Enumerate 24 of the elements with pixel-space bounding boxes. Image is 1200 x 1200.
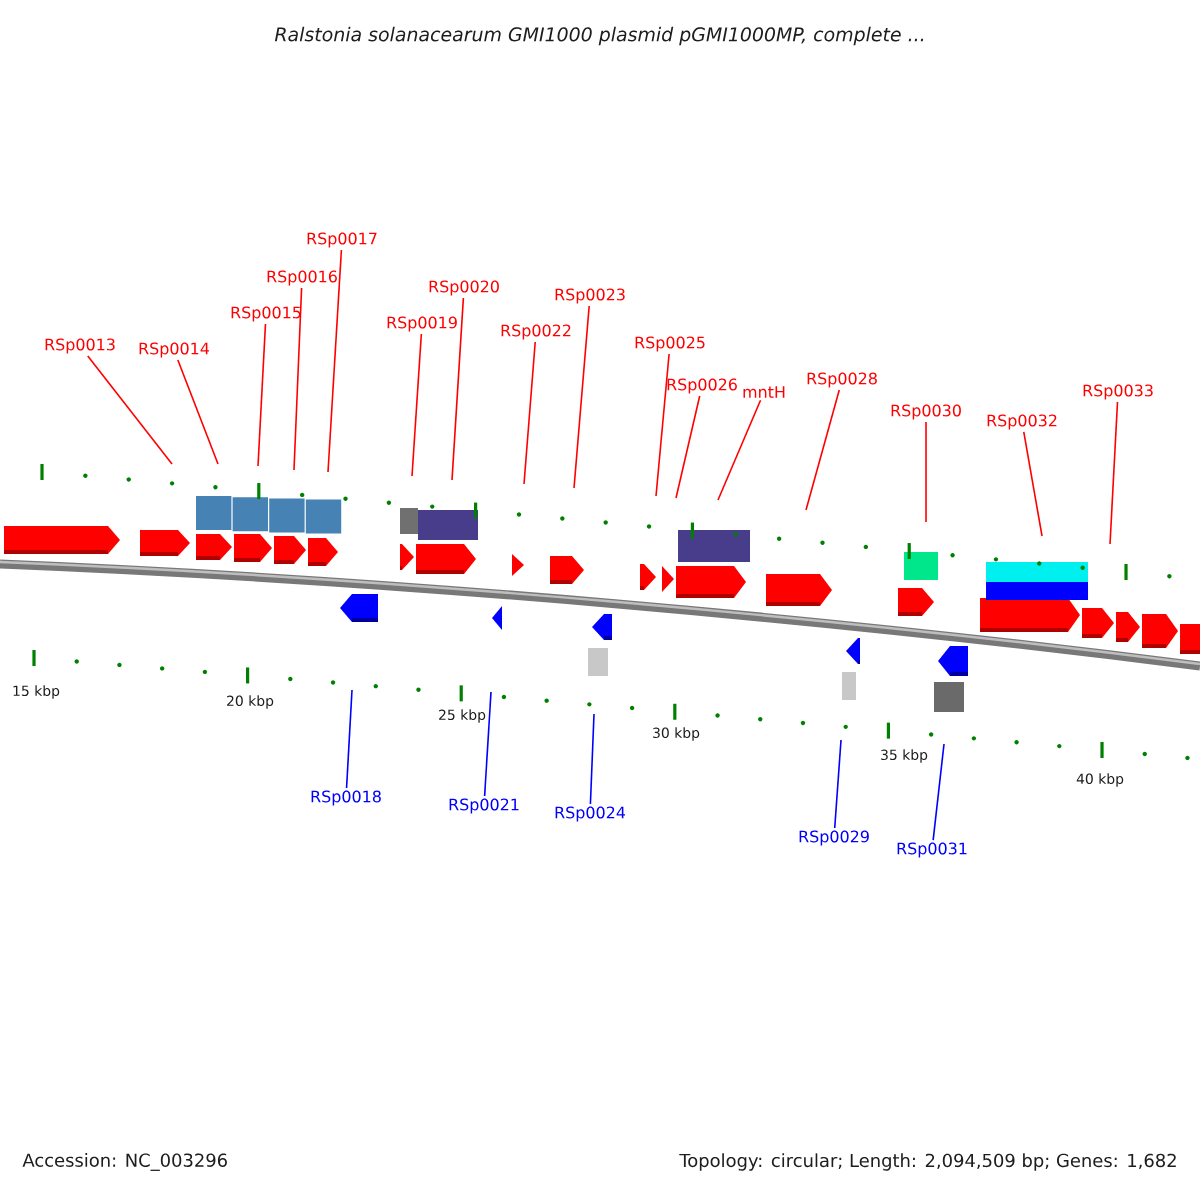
leader-line xyxy=(675,395,701,499)
title: Ralstonia solanacearum GMI1000 plasmid pGMI1000MP, complete ... xyxy=(274,26,924,46)
footer-text: Topology: circular; Length: 2,094,509 bp; Genes: 1,682 xyxy=(679,1153,1176,1171)
leader-line xyxy=(523,341,536,485)
leader-line xyxy=(345,689,353,789)
leader-line xyxy=(1109,401,1119,545)
leader-line xyxy=(1022,431,1043,537)
leader-line xyxy=(833,739,842,829)
leader-line xyxy=(655,353,670,497)
leader-line xyxy=(932,743,945,841)
leader-line xyxy=(327,249,343,473)
leader-line xyxy=(483,691,492,797)
leader-line xyxy=(451,297,465,481)
leader-line xyxy=(589,713,595,805)
leader-line xyxy=(257,323,267,467)
leader-line xyxy=(717,399,762,501)
leader-line xyxy=(925,421,927,523)
leader-line xyxy=(805,389,841,511)
leader-line xyxy=(293,287,303,471)
leader-line xyxy=(411,333,423,477)
leader-line xyxy=(177,359,219,465)
leader-line xyxy=(573,305,590,489)
footer-text: Accession: NC_003296 xyxy=(22,1153,227,1171)
leader-line xyxy=(86,355,173,465)
